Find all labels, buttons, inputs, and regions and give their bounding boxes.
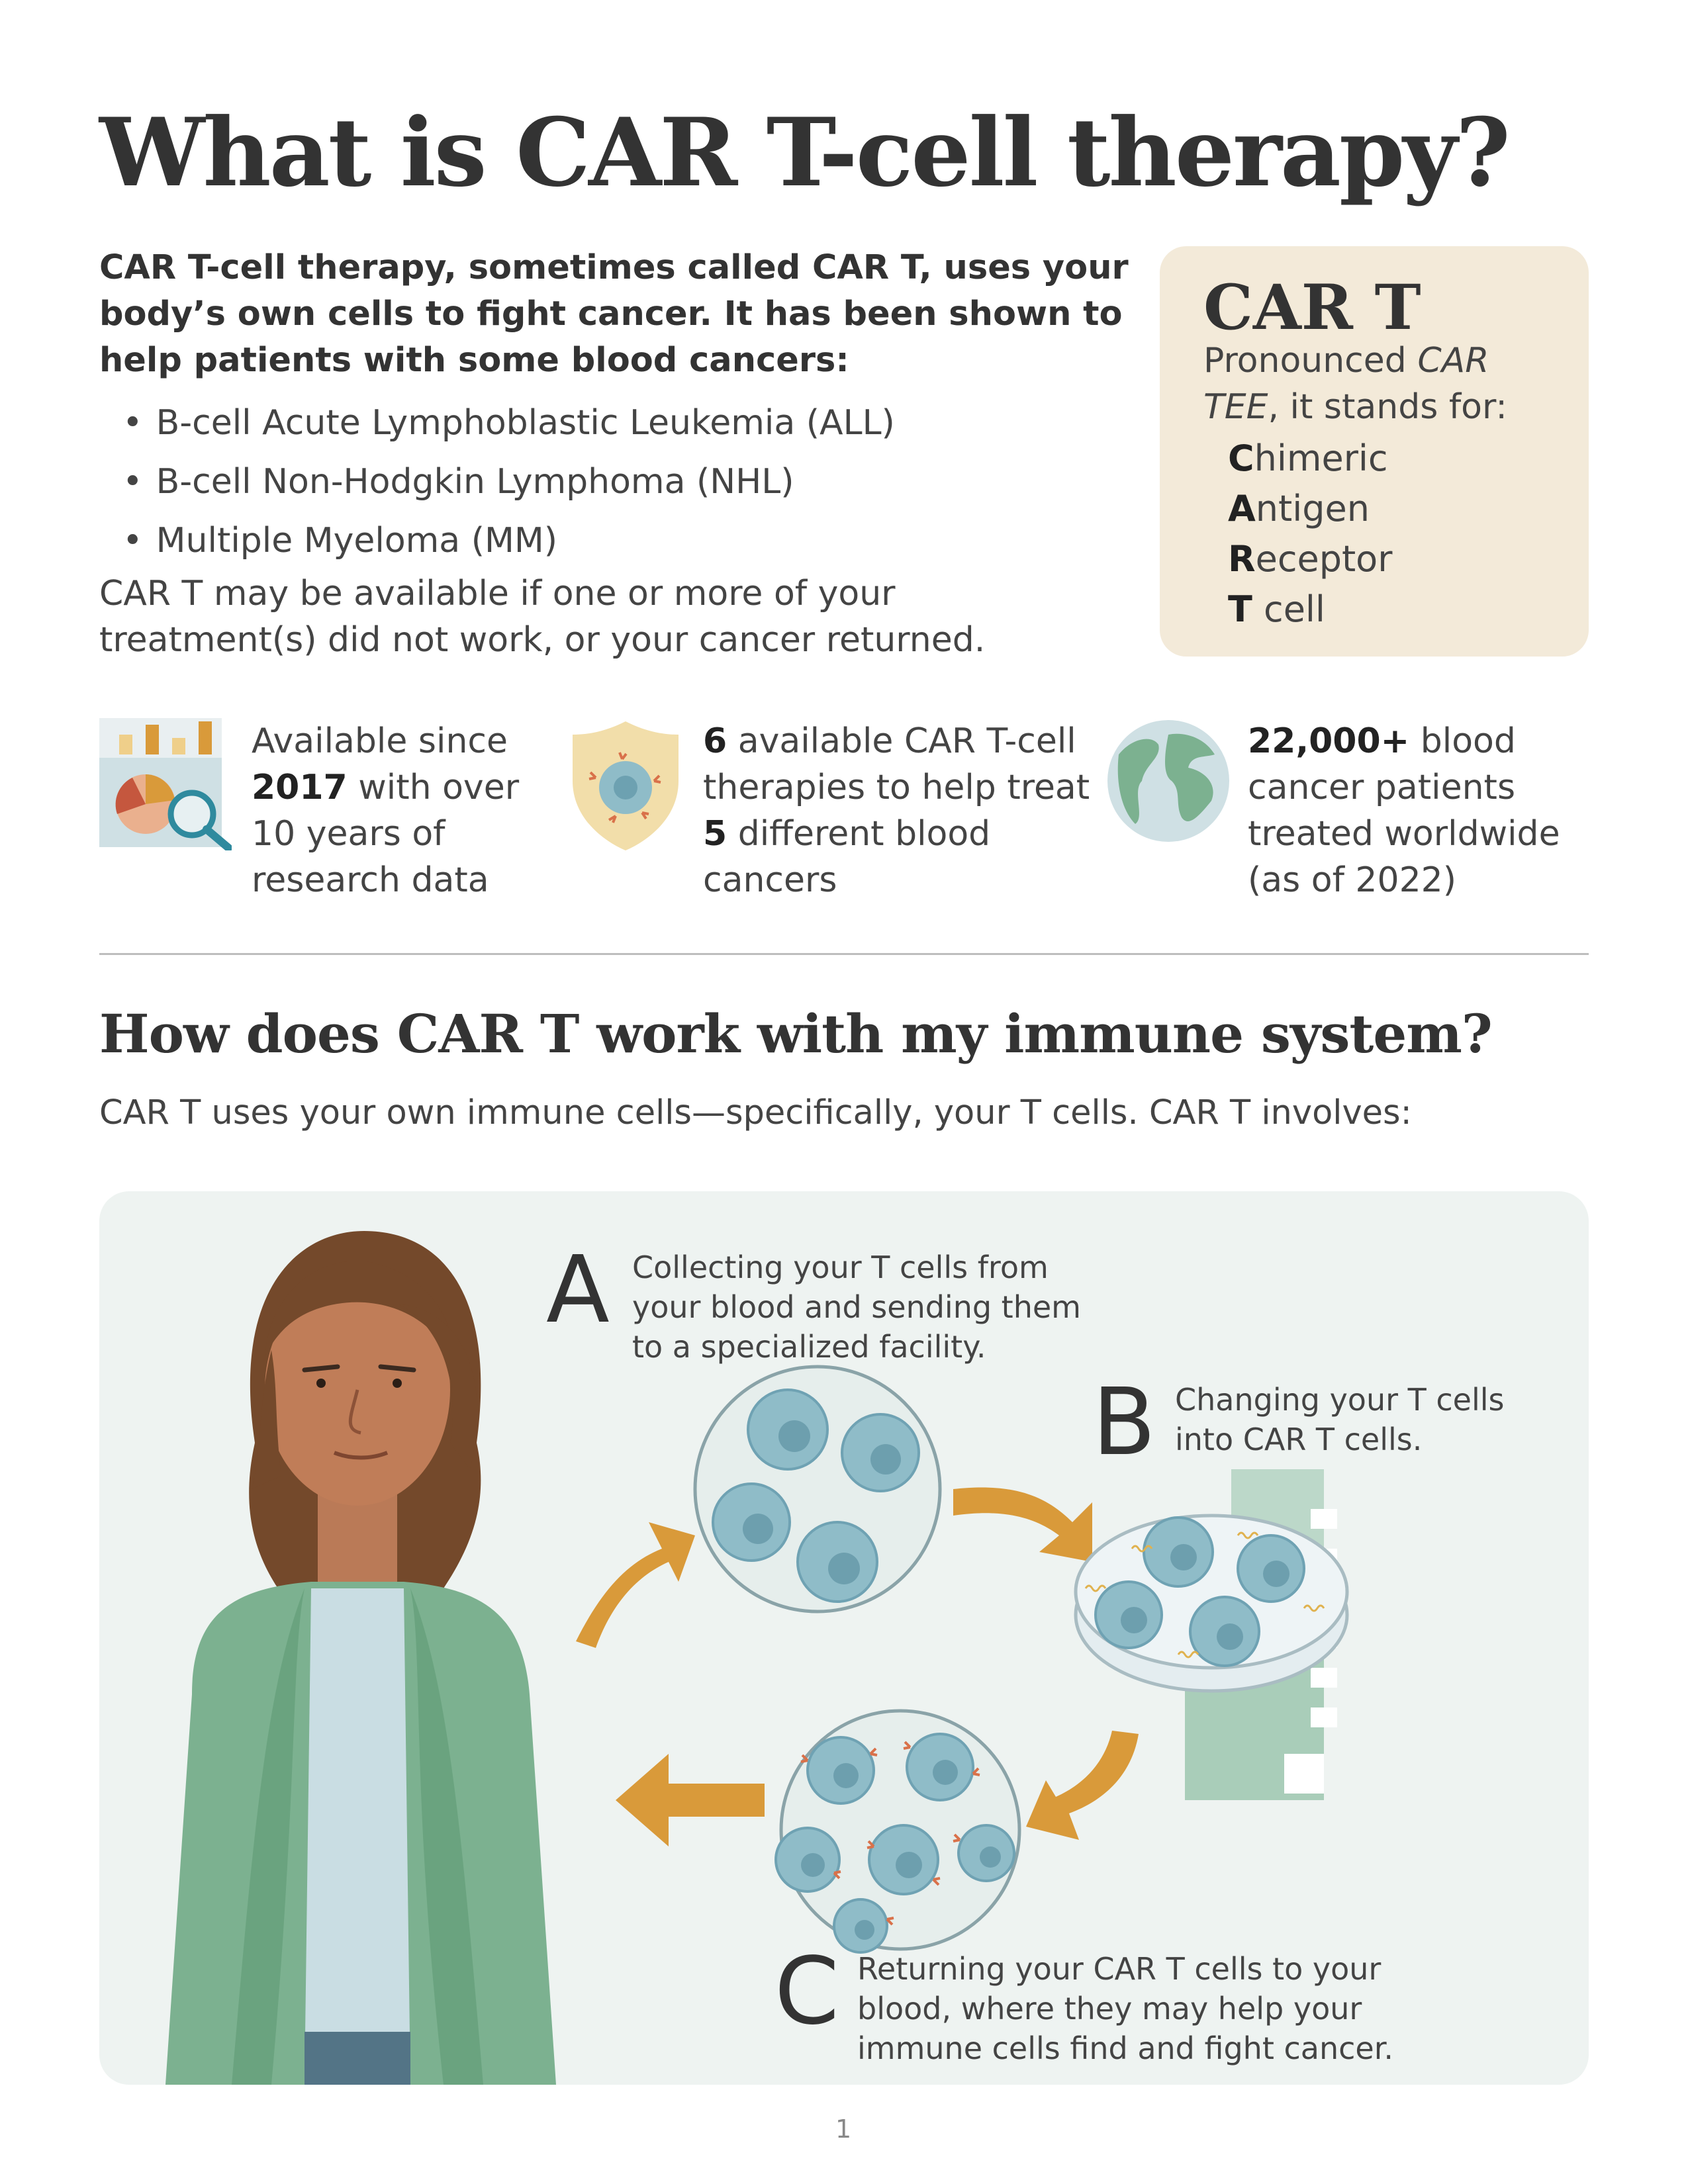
step-letter-c: C <box>774 1938 839 2046</box>
cancer-list: B-cell Acute Lymphoblastic Leukemia (ALL… <box>122 394 895 570</box>
cart-box-title: CAR T <box>1203 271 1421 344</box>
arrow-to-lab <box>953 1487 1092 1562</box>
cart-definition-box <box>1160 246 1589 657</box>
step-letter-a: A <box>546 1236 610 1344</box>
intro-paragraph: CAR T-cell therapy, sometimes called CAR… <box>99 248 1129 380</box>
pronunciation-text: Pronounced CAR TEE, it stands for: <box>1203 341 1507 427</box>
page-title: What is CAR T-cell therapy? <box>99 98 1511 208</box>
acronym-item: Chimeric <box>1228 437 1388 479</box>
step-a-text: Collecting your T cells from your blood … <box>632 1250 1081 1365</box>
petri-dish <box>1074 1514 1349 1693</box>
list-item: B-cell Non-Hodgkin Lymphoma (NHL) <box>122 453 895 512</box>
arrow-to-return <box>1026 1731 1139 1840</box>
acronym-item: Receptor <box>1228 538 1393 580</box>
section-heading: How does CAR T work with my immune syste… <box>99 1003 1493 1065</box>
shield-cell-icon <box>573 721 679 850</box>
list-item: Multiple Myeloma (MM) <box>122 512 895 570</box>
cart-cells-circle <box>774 1709 1021 1954</box>
availability-text: CAR T may be available if one or more of… <box>99 574 986 660</box>
process-illustration <box>165 1231 1349 2085</box>
acronym-item: Antigen <box>1228 488 1370 529</box>
globe-icon <box>1107 720 1229 842</box>
acronym-list: Chimeric Antigen Receptor T cell <box>1228 433 1392 635</box>
step-b-text: Changing your T cells into CAR T cells. <box>1175 1382 1505 1457</box>
step-letter-b: B <box>1092 1369 1156 1477</box>
stat-patients: 22,000+ blood cancer patients treated wo… <box>1248 721 1560 900</box>
patient-illustration <box>165 1231 556 2085</box>
step-c-text: Returning your CAR T cells to your blood… <box>857 1951 1394 2066</box>
section-divider <box>99 953 1589 955</box>
list-item: B-cell Acute Lymphoblastic Leukemia (ALL… <box>122 394 895 453</box>
arrow-to-collection <box>576 1522 695 1648</box>
page-number: 1 <box>835 2115 852 2144</box>
acronym-item: T cell <box>1228 588 1325 630</box>
research-chart-icon <box>99 718 232 850</box>
stat-therapies: 6 available CAR T-cell therapies to help… <box>703 721 1090 900</box>
section-subtitle: CAR T uses your own immune cells—specifi… <box>99 1093 1412 1132</box>
collected-cells-circle <box>693 1365 942 1614</box>
stat-available-since: Available since 2017 with over 10 years … <box>252 721 520 900</box>
arrow-to-patient <box>616 1754 765 1846</box>
